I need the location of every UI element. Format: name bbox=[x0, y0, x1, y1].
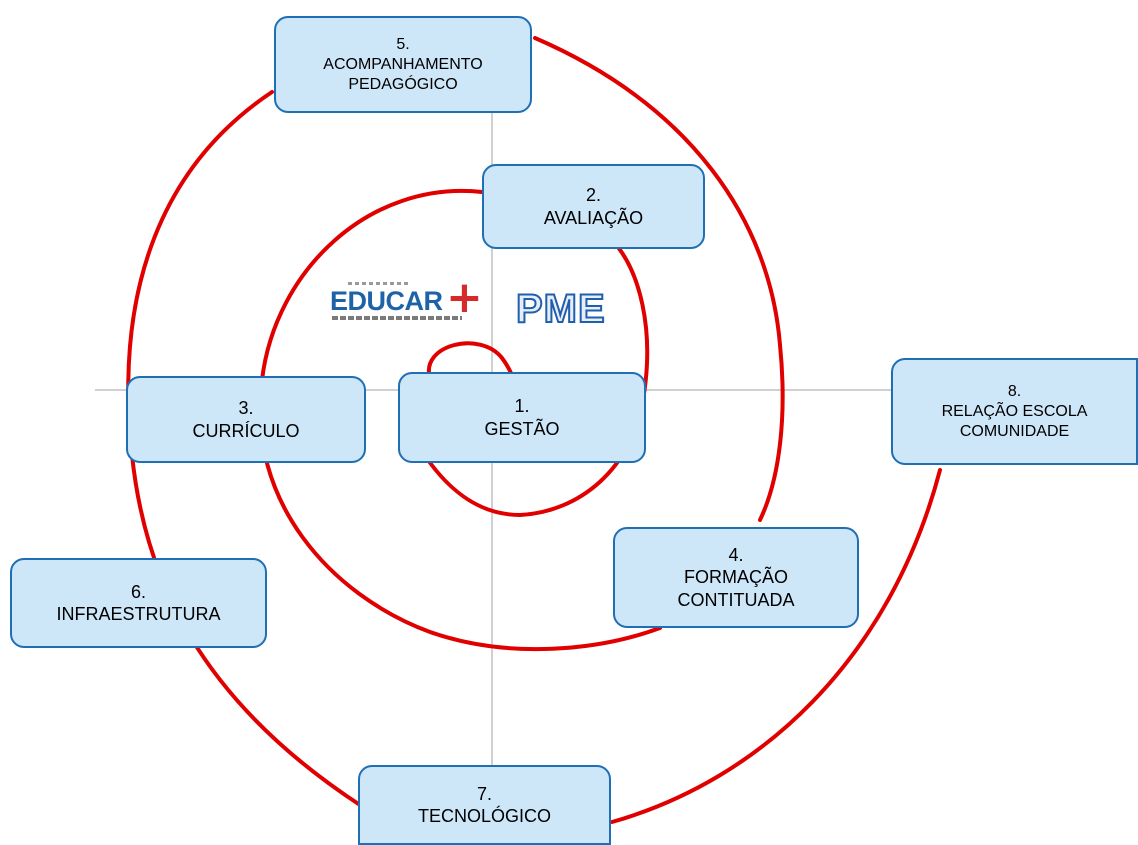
box-gestao: 1. GESTÃO bbox=[398, 372, 646, 463]
educar-logo-tagline bbox=[332, 316, 462, 320]
box-curriculo: 3. CURRÍCULO bbox=[126, 376, 366, 463]
spiral-line bbox=[126, 36, 942, 824]
box-infraestrutura: 6. INFRAESTRUTURA bbox=[10, 558, 267, 648]
box-curriculo-label: CURRÍCULO bbox=[192, 420, 300, 441]
box-relacao: 8. RELAÇÃO ESCOLA COMUNIDADE bbox=[891, 358, 1138, 465]
box-curriculo-number: 3. bbox=[238, 398, 254, 418]
box-acompanhamento: 5. ACOMPANHAMENTO PEDAGÓGICO bbox=[274, 16, 532, 113]
box-acompanhamento-line2: PEDAGÓGICO bbox=[348, 75, 458, 93]
pme-logo: PME bbox=[515, 286, 606, 332]
box-formacao-line2: CONTITUADA bbox=[677, 589, 795, 610]
box-avaliacao-number: 2. bbox=[585, 185, 601, 205]
box-formacao-line1: FORMAÇÃO bbox=[683, 567, 788, 588]
box-tecnologico: 7. TECNOLÓGICO bbox=[358, 765, 611, 845]
box-gestao-label: GESTÃO bbox=[484, 418, 560, 439]
educar-logo: EDUCAR + bbox=[328, 276, 493, 326]
box-gestao-number: 1. bbox=[514, 396, 530, 416]
box-avaliacao-label: AVALIAÇÃO bbox=[543, 207, 644, 228]
box-formacao-number: 4. bbox=[728, 544, 744, 565]
educar-logo-small-text bbox=[348, 282, 408, 285]
box-acompanhamento-number: 5. bbox=[396, 35, 410, 53]
box-infraestrutura-label: INFRAESTRUTURA bbox=[56, 604, 221, 624]
box-relacao-number: 8. bbox=[1007, 382, 1022, 400]
box-relacao-line2: COMUNIDADE bbox=[959, 422, 1070, 440]
educar-logo-text: EDUCAR bbox=[330, 286, 443, 316]
box-tecnologico-number: 7. bbox=[476, 783, 492, 804]
box-tecnologico-label: TECNOLÓGICO bbox=[417, 806, 551, 826]
box-acompanhamento-line1: ACOMPANHAMENTO bbox=[323, 55, 483, 73]
box-formacao: 4. FORMAÇÃO CONTITUADA bbox=[613, 527, 859, 628]
box-avaliacao: 2. AVALIAÇÃO bbox=[482, 164, 705, 249]
box-relacao-line1: RELAÇÃO ESCOLA bbox=[941, 402, 1088, 420]
box-infraestrutura-number: 6. bbox=[130, 581, 146, 602]
plus-icon: + bbox=[446, 272, 483, 323]
